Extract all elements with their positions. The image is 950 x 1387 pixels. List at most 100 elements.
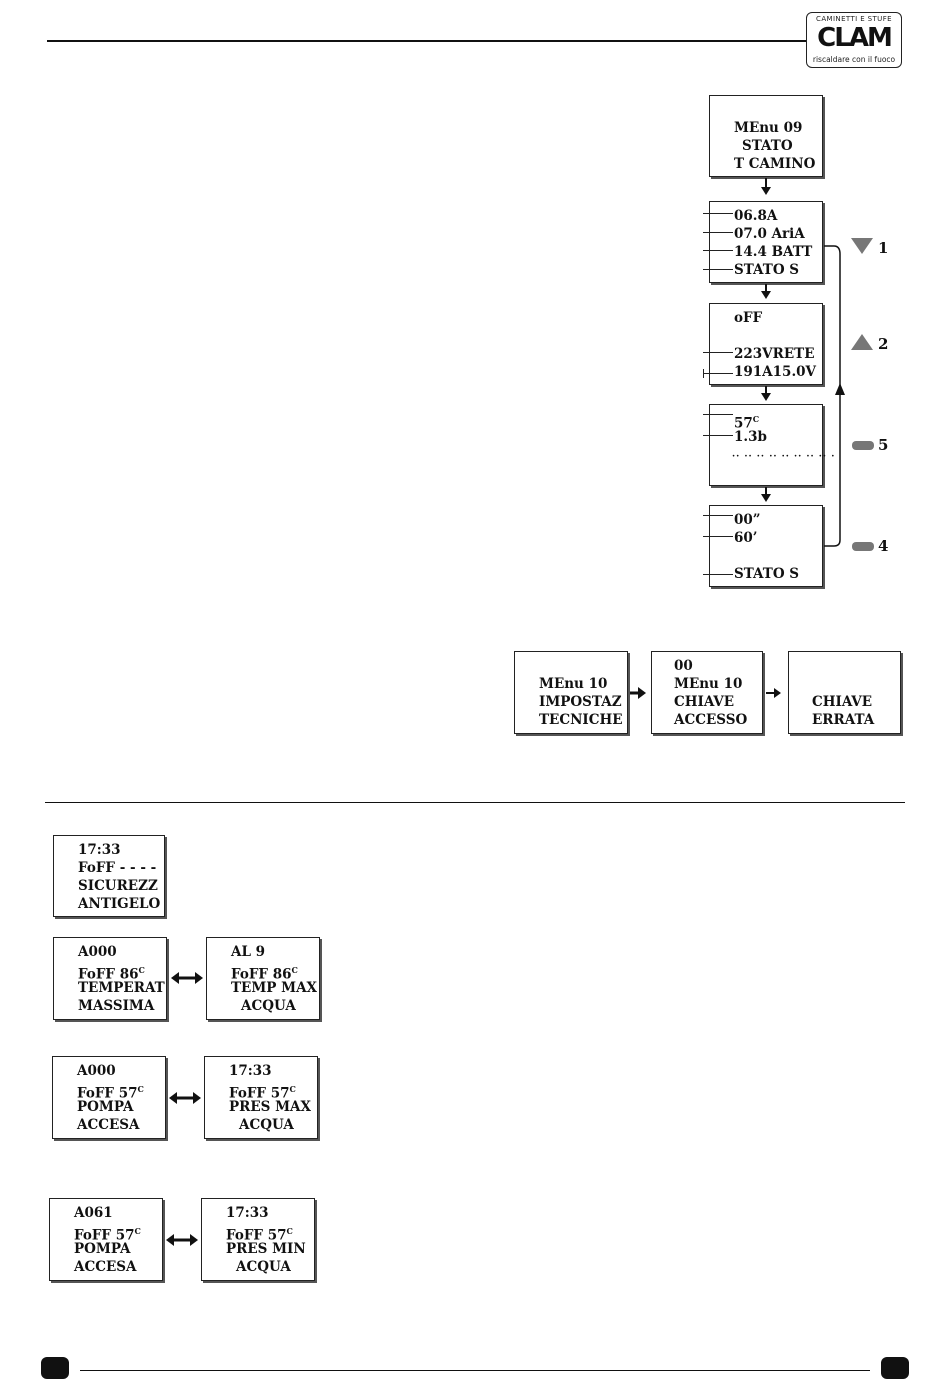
pointer-tick <box>703 536 733 537</box>
lcd-line: FoFF 57C <box>77 1081 144 1102</box>
lcd-line: oFF <box>734 310 763 326</box>
footer-page-marker-left <box>41 1357 69 1379</box>
lcd-line: TEMPERAT <box>78 980 165 996</box>
lcd-line: CHIAVE <box>812 694 873 710</box>
lcd-line: 07.0 AriA <box>734 226 805 242</box>
alarm-pmin-left-screen: A061 FoFF 57C POMPA ACCESA <box>49 1198 163 1281</box>
pointer-tick <box>703 352 733 353</box>
lcd-line: STATO <box>742 138 793 154</box>
flow-connector <box>765 178 767 188</box>
lcd-line: ACQUA <box>241 998 296 1014</box>
flow-connector <box>765 284 767 292</box>
footer-rule <box>80 1370 870 1371</box>
menu10-screen-title: MEnu 10 IMPOSTAZ TECNICHE <box>514 651 628 734</box>
pointer-tick <box>703 250 733 251</box>
lcd-line: STATO S <box>734 262 800 278</box>
lcd-line: 17:33 <box>226 1205 269 1221</box>
lcd-line: ACQUA <box>236 1259 291 1275</box>
lcd-line: 00 <box>674 658 693 674</box>
pointer-tick <box>703 232 733 233</box>
lcd-line: A000 <box>77 1063 116 1079</box>
pointer-tick <box>703 373 733 374</box>
key4-icon <box>852 542 874 551</box>
lcd-text: FoFF 86 <box>78 966 139 983</box>
alarm-tmax-right-screen: AL 9 FoFF 86C TEMP MAX ACQUA <box>206 937 320 1020</box>
footer-page-marker-right <box>881 1357 909 1379</box>
alarm-tmax-left-screen: A000 FoFF 86C TEMPERAT MASSIMA <box>53 937 167 1020</box>
menu10-screen-key: 00 MEnu 10 CHIAVE ACCESSO <box>651 651 763 734</box>
lcd-line: 1.3b <box>734 429 767 445</box>
menu09-screen-water: 57C 1.3b ·· ·· ·· ·· ·· ·· ·· ·· · <box>709 404 834 486</box>
lcd-line: FoFF - - - - <box>78 860 157 876</box>
alarm-pmax-left-screen: A000 FoFF 57C POMPA ACCESA <box>52 1056 166 1139</box>
legend-label-4: 4 <box>878 537 889 555</box>
lcd-line: 14.4 BATT <box>734 244 813 260</box>
lcd-line: ACCESA <box>74 1259 137 1275</box>
degree-sup: C <box>289 1084 296 1094</box>
pointer-tick <box>703 435 733 436</box>
flow-arrow-right <box>766 688 781 698</box>
lcd-line: FoFF 86C <box>231 962 298 983</box>
lcd-line: 17:33 <box>229 1063 272 1079</box>
flow-arrow-right <box>630 687 646 699</box>
lcd-line: ERRATA <box>812 712 875 728</box>
lcd-line: CHIAVE <box>674 694 735 710</box>
lcd-text: FoFF 57 <box>74 1227 135 1244</box>
degree-sup: C <box>138 965 145 975</box>
return-loop <box>824 245 845 547</box>
lcd-line: IMPOSTAZ <box>539 694 622 710</box>
menu10-screen-wrong-key: CHIAVE ERRATA <box>788 651 901 734</box>
degree-sup: C <box>291 965 298 975</box>
lcd-text: FoFF 86 <box>231 966 292 983</box>
lcd-line: 06.8A <box>734 208 778 224</box>
lcd-text: FoFF 57 <box>77 1085 138 1102</box>
lcd-line: 57C <box>734 411 759 432</box>
flow-arrow-down <box>761 494 771 502</box>
logo-tagline: riscaldare con il fuoco <box>812 55 896 64</box>
lcd-line: ANTIGELO <box>78 896 161 912</box>
lcd-line: A061 <box>74 1205 113 1221</box>
lcd-line: 60’ <box>734 530 758 546</box>
degree-sup: C <box>286 1226 293 1236</box>
lcd-line: 17:33 <box>78 842 121 858</box>
lcd-text: FoFF 57 <box>229 1085 290 1102</box>
lcd-line: T CAMINO <box>734 156 816 172</box>
lcd-line: 191A15.0V <box>734 364 817 380</box>
lcd-line: SICUREZZ <box>78 878 158 894</box>
legend-label-2: 2 <box>878 335 889 353</box>
menu09-screen-timer: 00” 60’ STATO S <box>709 505 823 587</box>
degree-sup: C <box>752 414 760 424</box>
lcd-line: MEnu 10 <box>539 676 608 692</box>
pointer-tick <box>703 515 733 516</box>
flow-connector <box>765 386 767 394</box>
lcd-line: 00” <box>734 512 761 528</box>
alarm-pmin-right-screen: 17:33 FoFF 57C PRES MIN ACQUA <box>201 1198 315 1281</box>
flow-arrow-down <box>761 291 771 299</box>
double-arrow-icon <box>166 1234 198 1246</box>
down-key-icon <box>851 238 873 254</box>
header-rule <box>47 40 807 42</box>
pointer-tick <box>703 269 733 270</box>
alarm-pmax-right-screen: 17:33 FoFF 57C PRES MAX ACQUA <box>204 1056 318 1139</box>
lcd-line: MEnu 09 <box>734 120 803 136</box>
lcd-line: POMPA <box>74 1241 131 1257</box>
key5-icon <box>852 441 874 450</box>
pointer-tick <box>703 213 733 214</box>
lcd-line: FoFF 86C <box>78 962 145 983</box>
legend-label-1: 1 <box>878 239 889 257</box>
lcd-line: PRES MAX <box>229 1099 312 1115</box>
lcd-line: TEMP MAX <box>231 980 318 996</box>
pointer-tick <box>703 574 733 575</box>
double-arrow-icon <box>171 972 203 984</box>
alarm-antigelo-screen: 17:33 FoFF - - - - SICUREZZ ANTIGELO <box>53 835 165 917</box>
lcd-line: ·· ·· ·· ·· ·· ·· ·· ·· · <box>732 452 836 462</box>
up-key-icon <box>851 334 873 350</box>
lcd-line: ACQUA <box>239 1117 294 1133</box>
degree-sup: C <box>137 1084 144 1094</box>
lcd-line: AL 9 <box>231 944 266 960</box>
lcd-line: FoFF 57C <box>226 1223 293 1244</box>
pointer-tick <box>703 414 733 415</box>
lcd-line: STATO S <box>734 566 800 582</box>
logo-top-text: CAMINETTI E STUFE <box>816 15 892 23</box>
brand-logo: CAMINETTI E STUFE CLAM riscaldare con il… <box>806 12 902 68</box>
